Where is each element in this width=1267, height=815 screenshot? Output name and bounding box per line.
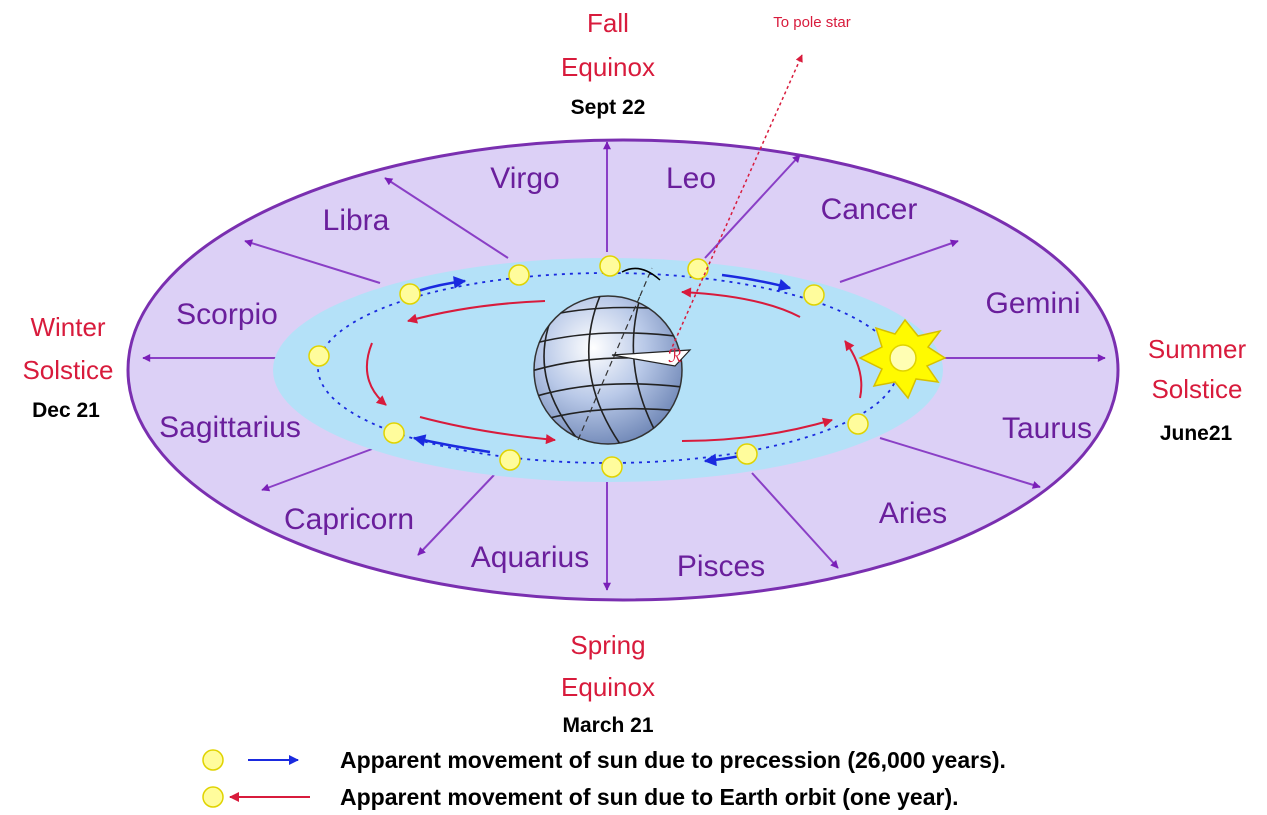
winter-date: Dec 21: [32, 399, 100, 422]
sign-taurus: Taurus: [1002, 412, 1092, 445]
ray-cancer: [839, 239, 959, 283]
spring-line2: Equinox: [561, 672, 655, 702]
winter-line2: Solstice: [22, 355, 113, 385]
sun-icon: [858, 318, 947, 400]
summer-date: June21: [1160, 422, 1233, 445]
sign-capricorn: Capricorn: [284, 503, 414, 536]
zodiac-labels: Virgo Leo Libra Cancer Scorpio Gemini Sa…: [159, 162, 1092, 583]
sun-position: [601, 456, 623, 478]
sign-aquarius: Aquarius: [471, 541, 589, 574]
legend: Apparent movement of sun due to precessi…: [202, 747, 1006, 810]
season-winter: Winter Solstice Dec 21: [22, 312, 113, 422]
ray-libra: [384, 177, 509, 259]
sun-position: [687, 258, 709, 280]
sun-position: [508, 264, 530, 286]
ray-leo: [704, 154, 801, 259]
sign-libra: Libra: [323, 204, 390, 237]
sun-position: [308, 345, 330, 367]
sign-cancer: Cancer: [821, 193, 918, 226]
spring-date: March 21: [562, 714, 653, 737]
orbit-arrows: [365, 287, 863, 445]
observer-mark: ℛ: [668, 346, 682, 366]
summer-line2: Solstice: [1151, 374, 1242, 404]
ray-aries: [879, 437, 1041, 489]
sign-sagittarius: Sagittarius: [159, 411, 301, 444]
sun-position: [499, 449, 521, 471]
legend-sun-icon: [202, 786, 224, 808]
sign-gemini: Gemini: [985, 287, 1080, 320]
season-fall: Fall Equinox Sept 22: [561, 8, 655, 119]
ray-aquarius: [417, 474, 495, 556]
winter-line1: Winter: [30, 312, 105, 342]
fall-date: Sept 22: [571, 96, 646, 119]
sign-virgo: Virgo: [490, 162, 560, 195]
sign-aries: Aries: [879, 497, 947, 530]
season-spring: Spring Equinox March 21: [561, 630, 655, 737]
sign-leo: Leo: [666, 162, 716, 195]
sun-position: [383, 422, 405, 444]
legend-orbit-text: Apparent movement of sun due to Earth or…: [340, 784, 959, 810]
pole-star-label: To pole star: [773, 14, 851, 31]
sun-position: [599, 255, 621, 277]
sun-positions: [308, 255, 869, 478]
ray-pisces: [751, 472, 839, 569]
season-summer: Summer Solstice June21: [1148, 334, 1247, 445]
legend-sun-icon: [202, 749, 224, 771]
ray-capricorn: [261, 448, 373, 492]
sun-position: [399, 283, 421, 305]
sign-scorpio: Scorpio: [176, 298, 278, 331]
pole-star-line: [669, 54, 803, 353]
fall-line1: Fall: [587, 8, 629, 38]
sun-position: [803, 284, 825, 306]
sun-position: [736, 443, 758, 465]
sun-position: [847, 413, 869, 435]
summer-line1: Summer: [1148, 334, 1247, 364]
fall-line2: Equinox: [561, 52, 655, 82]
spring-line1: Spring: [570, 630, 645, 660]
sign-pisces: Pisces: [677, 550, 765, 583]
legend-precession-text: Apparent movement of sun due to precessi…: [340, 747, 1006, 773]
earth-globe: ℛ: [533, 267, 692, 445]
zodiac-rays: [142, 141, 1106, 591]
ray-scorpio: [244, 239, 381, 284]
